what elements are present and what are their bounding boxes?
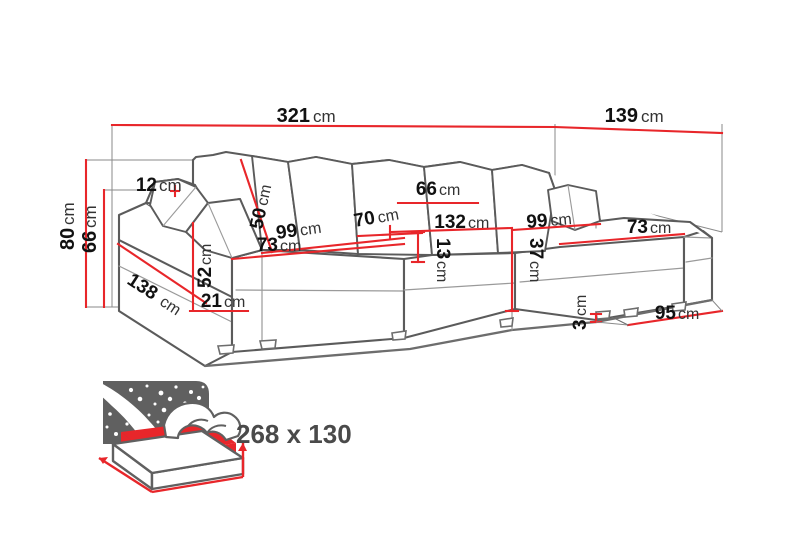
dimension-leaders [595, 299, 723, 326]
label-total-width-unit: cm [313, 107, 336, 126]
dimline-right-section-depth [553, 125, 724, 135]
label-seat-back-width: 66 cm [416, 179, 460, 200]
label-backrest-height-value: 66 [79, 231, 101, 253]
dimline-right-seat-width [558, 232, 686, 246]
back-cushions [251, 155, 556, 256]
label-corner-width: 132 cm [434, 212, 489, 233]
label-seat-back-width-unit: cm [439, 182, 460, 199]
label-seat-height-unit: cm [224, 294, 245, 311]
label-right-chaise-length-value: 99 [526, 210, 549, 233]
label-middle-seat-width-value: 70 [352, 208, 376, 232]
label-armrest-height-value: 52 [195, 267, 216, 288]
label-right-seat-depth: 37 cm [525, 238, 546, 282]
label-leg-height: 3 cm [570, 295, 591, 330]
label-backrest-cushion: 50 cm [246, 183, 275, 231]
label-corner-gap: 13 cm [432, 238, 453, 282]
label-backrest-height-unit: cm [81, 205, 100, 228]
dimline-right-chaise-length [510, 222, 602, 232]
dimline-right-base-depth [626, 309, 724, 327]
label-seat-back-width-value: 66 [416, 179, 437, 200]
label-right-base-depth-value: 95 [655, 303, 677, 324]
label-total-width-value: 321 [277, 105, 310, 127]
bed-dimension-arrows [98, 443, 247, 494]
label-armrest-thickness: 12 cm [136, 175, 182, 196]
pillow-fold-line [187, 418, 209, 427]
dimline-total-width [110, 123, 557, 129]
label-right-chaise-length: 99 cm [526, 210, 573, 233]
label-armrest-height-unit: cm [198, 244, 215, 265]
label-corner-width-value: 132 [434, 212, 466, 233]
label-backrest-cushion-value: 50 [246, 206, 271, 231]
label-right-seat-depth-value: 37 [525, 238, 546, 259]
bed-size-label: 268 x 130 [236, 419, 352, 449]
dimline-left-seat-depth [116, 242, 208, 305]
label-total-height-unit: cm [59, 202, 78, 225]
label-right-chaise-length-unit: cm [550, 211, 573, 230]
label-leg-height-unit: cm [573, 295, 590, 316]
label-right-seat-width-unit: cm [650, 220, 671, 237]
label-total-height-value: 80 [57, 228, 79, 250]
label-seat-height-value: 21 [201, 291, 223, 312]
label-backrest-cushion-unit: cm [254, 183, 275, 207]
dimline-left-chaise-length [260, 236, 406, 255]
label-left-chaise-length-value: 99 [275, 220, 299, 244]
label-corner-width-unit: cm [468, 215, 489, 232]
label-right-seat-width-value: 73 [627, 217, 648, 238]
label-armrest-thickness-value: 12 [136, 175, 157, 196]
dimension-lines [84, 123, 724, 327]
label-middle-seat-width-unit: cm [376, 206, 400, 226]
dimline-left-seat-width [230, 242, 406, 261]
label-armrest-thickness-unit: cm [159, 176, 182, 195]
label-left-seat-width-value: 73 [257, 235, 278, 256]
label-middle-seat-width: 70 cm [352, 206, 400, 232]
label-backrest-height: 66 cm [79, 205, 101, 253]
label-right-section-depth-unit: cm [641, 107, 664, 126]
label-right-base-depth: 95 cm [655, 303, 699, 324]
throw-pillows [149, 178, 601, 259]
label-right-section-depth: 139 cm [605, 105, 664, 127]
label-total-height: 80 cm [57, 202, 79, 250]
label-right-base-depth-unit: cm [678, 306, 699, 323]
dimline-corner-width [388, 226, 514, 234]
label-left-chaise-length: 99 cm [275, 220, 323, 244]
label-corner-gap-value: 13 [432, 238, 453, 259]
label-left-seat-width-unit: cm [280, 238, 301, 255]
label-total-width: 321 cm [277, 105, 336, 127]
label-left-chaise-length-unit: cm [299, 220, 322, 240]
label-right-seat-width: 73 cm [627, 217, 671, 238]
dimline-backrest-cushion [239, 158, 274, 254]
label-right-section-depth-value: 139 [605, 105, 638, 127]
sofa-feet [216, 301, 687, 355]
label-armrest-height: 52 cm [195, 244, 216, 288]
label-seat-height: 21 cm [201, 291, 245, 312]
label-left-seat-width: 73 cm [257, 235, 301, 256]
label-leg-height-value: 3 [570, 319, 591, 330]
label-corner-gap-unit: cm [433, 261, 450, 282]
label-right-seat-depth-unit: cm [526, 261, 543, 282]
sleeping-bed-icon: 268 x 130 [98, 381, 352, 494]
duvet-fold-line [206, 424, 227, 434]
